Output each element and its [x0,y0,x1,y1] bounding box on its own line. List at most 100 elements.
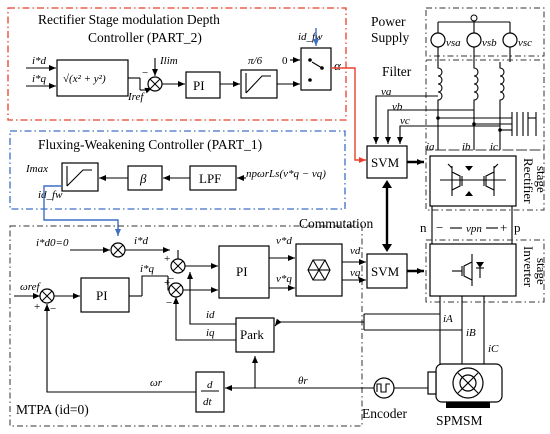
part2-title-line2: Controller (PART_2) [88,30,202,45]
inductor-b [473,62,479,150]
inverter-label-2: stage [534,258,549,285]
alpha-label: α [334,58,342,73]
part1-idfw: id_fw [38,189,63,201]
id-fb-label: id [206,309,215,321]
sqrt-block [56,59,129,97]
iq-fb-label: iq [206,327,215,339]
inductor-c [499,62,505,150]
inverter-label-1: Inverter [521,246,536,288]
id-star-label: i*d [134,235,149,247]
svg-text:+: + [164,277,170,289]
part2-pi-block [185,71,221,99]
svg-text:−: − [166,297,172,309]
inverter-block [429,243,517,297]
part2-zero: 0 [282,55,288,67]
encoder-label: Encoder [362,406,407,421]
lpf-label: LPF [199,171,221,186]
mtpa-label: MTPA (id=0) [16,402,89,417]
iq-star-label: i*q [140,263,155,275]
va-sense [373,95,438,144]
id0-label: i*d0=0 [36,237,69,249]
iq-feedback [173,297,236,341]
part2-limiter-curve [245,75,271,94]
inductor-a [437,62,443,150]
current-pi-block [218,245,270,299]
speed-pi-label: PI [96,288,108,303]
svg-text:+: + [164,253,170,265]
part2-limiter-block [240,69,278,99]
filter-boundary [425,59,545,151]
svm-inverter-block [366,253,408,289]
source-c [502,22,518,62]
ddt-block [195,371,225,413]
speed-pi-block [80,277,130,313]
svm-rectifier-block [366,145,408,179]
encoder-icon [373,377,428,399]
sqrt-label: √(x² + y²) [63,73,106,85]
part2-boundary [7,7,347,121]
control-boundary [9,225,363,427]
iabc-to-park [274,318,364,327]
minus-label: − [436,220,443,235]
idfw-feedback-link [43,185,121,236]
supply-title-line1: Power [371,14,406,29]
switch-dot-a [308,58,312,62]
vsa-label: vsa [446,37,461,49]
vq-label: vq [350,267,361,279]
p-label: p [514,220,521,235]
ib-label: ib [462,141,471,153]
va-label: va [381,86,392,98]
inverter-switch-icon [452,254,484,286]
n-label: n [420,220,427,235]
motor-label: SPMSM [436,413,483,428]
park-label: Park [240,327,264,342]
rectifier-switch-icon [440,163,506,196]
theta-label: θr [298,375,308,387]
iq-ref-path [141,275,168,296]
source-b [466,22,482,62]
vd-star-label: v*d [276,235,292,247]
pi6-label: π/6 [248,55,263,67]
part1-limiter-block [61,162,99,192]
inverter-boundary [425,239,545,303]
id-feedback [187,272,236,325]
wr-label: ωr [150,377,163,389]
filter-label: Filter [382,64,412,79]
iA-label: iA [443,313,453,325]
park-block [235,317,275,353]
imax-label: Imax [25,163,48,175]
part1-boundary [9,130,346,210]
part1-expr: npωrLs(v*q − vq) [246,168,326,180]
ddt-den: dt [203,396,213,408]
ia-label: ia [426,141,435,153]
rectifier-boundary [425,149,545,211]
theta-to-park [252,356,374,389]
svg-text:−: − [142,67,148,79]
switch-blade [311,61,323,69]
svg-text:+: + [34,301,40,313]
beta-block [127,165,163,191]
vpn-label: vpn [466,223,482,235]
ddt-num: d [207,379,213,391]
rectifier-label-1: Rectifier [521,158,536,204]
part2-pi-label: PI [193,78,205,93]
svm-top-label: SVM [371,155,400,170]
vb-label: vb [392,101,403,113]
part2-switch-block [300,47,332,91]
iref-label: Iref [127,91,145,103]
wref-label: ωref [20,281,42,293]
vsc-label: vsc [518,37,532,49]
part2-idfw: id_fw [298,31,323,43]
plus-label: + [500,220,507,235]
vsb-label: vsb [482,37,497,49]
alpha-to-svm-link [331,67,366,163]
vd-label: vd [350,245,361,257]
source-a [430,22,446,62]
part2-iq-input: i*q [32,73,47,85]
svg-text:−: − [50,303,56,315]
svg-text:−: − [168,273,174,285]
filter-capacitors [438,112,537,136]
vq-star-label: v*q [276,273,292,285]
supply-boundary [425,7,545,57]
